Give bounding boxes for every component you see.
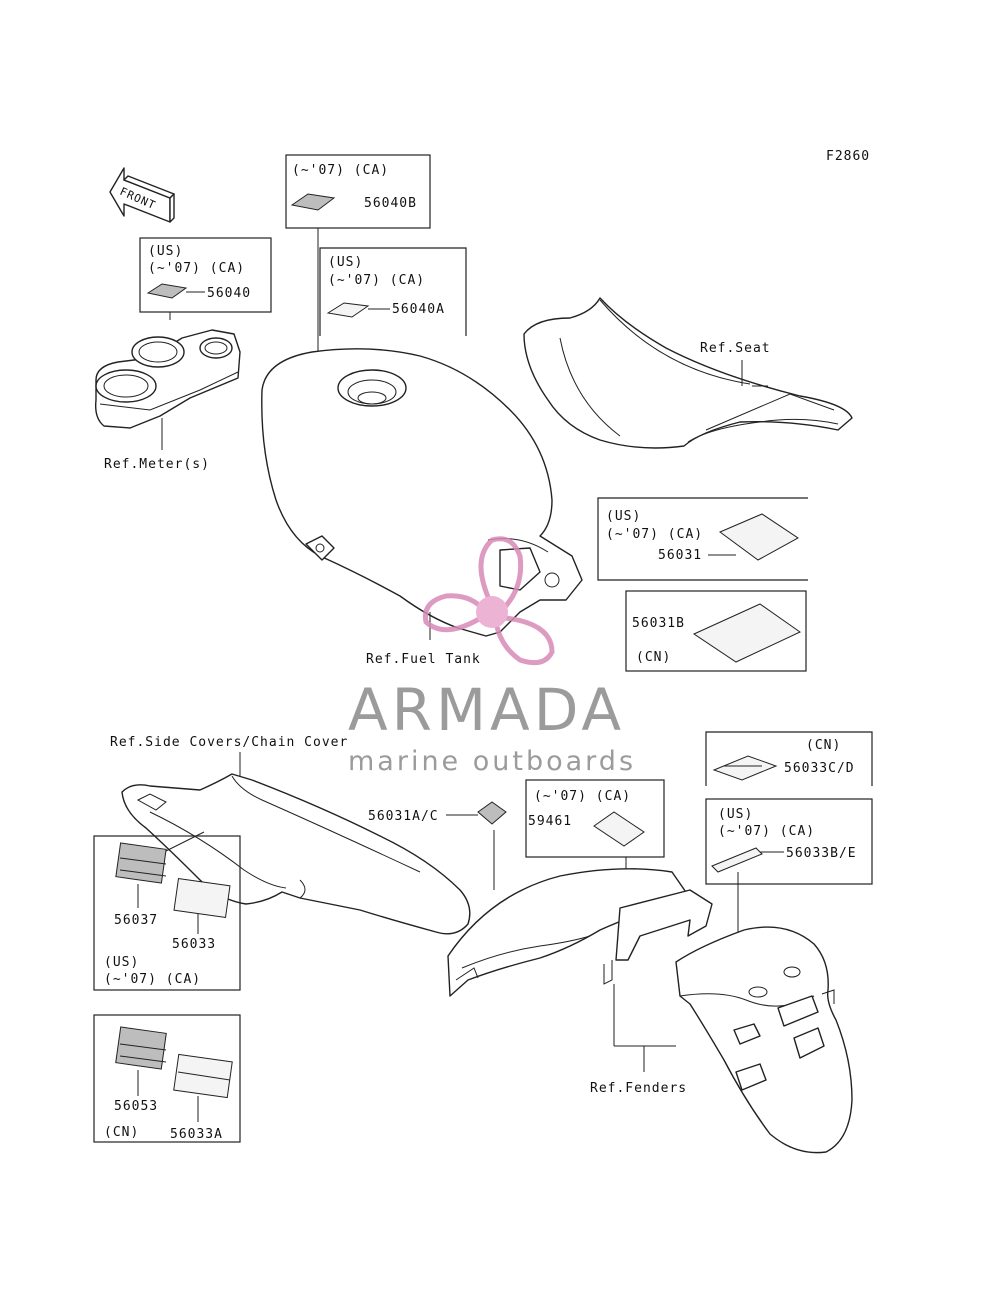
box-56031-line1: (US) (606, 509, 641, 524)
box-56033CD-part: 56033C/D (784, 761, 855, 776)
box-56040B-line1: (~'07) (CA) (292, 163, 389, 178)
decal-56033BE-icon (711, 847, 763, 873)
part-56031AC-label: 56031A/C (368, 809, 439, 824)
front-fender: Ref.Fenders (447, 868, 713, 1096)
box-59461-line1: (~'07) (CA) (534, 789, 631, 804)
box-56040A-line2: (~'07) (CA) (328, 273, 425, 288)
box-56031B: 56031B (CN) (625, 590, 807, 672)
box-56053: 56053 (CN) 56033A (93, 1014, 241, 1143)
meter-assembly: Ref.Meter(s) (94, 329, 241, 472)
box-56037: 56037 56033 (US) (~'07) (CA) (93, 835, 241, 991)
side-covers: Ref.Side Covers/Chain Cover (110, 735, 471, 935)
box-56040B: (~'07) (CA) 56040B (285, 154, 431, 362)
decal-56033-icon (173, 877, 231, 919)
armada-watermark: ARMADA marine outboards (348, 536, 636, 777)
watermark-subtitle: marine outboards (348, 746, 636, 777)
box-56040B-part: 56040B (364, 196, 417, 211)
fuel-tank: Ref.Fuel Tank (261, 348, 583, 667)
decal-56037-icon (115, 842, 167, 884)
box-56040A: (US) (~'07) (CA) 56040A (319, 247, 467, 336)
front-arrow: FRONT (109, 167, 175, 223)
propeller-logo-icon (422, 536, 555, 666)
box-56033BE-part: 56033B/E (786, 846, 857, 861)
fuel-tank-ref-label: Ref.Fuel Tank (366, 652, 481, 667)
meter-ref-label: Ref.Meter(s) (104, 457, 210, 472)
box-59461-part: 59461 (528, 814, 572, 829)
box-59461: (~'07) (CA) 59461 (525, 779, 665, 910)
rear-fender (675, 926, 853, 1154)
decal-56031B-icon (692, 603, 801, 663)
seat-ref-label: Ref.Seat (700, 341, 771, 356)
decal-56040-icon (146, 283, 188, 299)
watermark-title: ARMADA (348, 676, 625, 744)
box-56040-line1: (US) (148, 244, 183, 259)
box-56037-line1: (US) (104, 955, 139, 970)
box-56040A-line1: (US) (328, 255, 363, 270)
box-56040-part: 56040 (207, 286, 251, 301)
box-56040: (US) (~'07) (CA) 56040 (139, 237, 272, 320)
box-56033BE-line1: (US) (718, 807, 753, 822)
box-56053-part-b: 56033A (170, 1127, 223, 1142)
side-covers-ref-label: Ref.Side Covers/Chain Cover (110, 735, 348, 750)
box-56033CD-region: (CN) (806, 738, 841, 753)
box-56033CD: (CN) 56033C/D (705, 731, 873, 786)
box-56053-part-a: 56053 (114, 1099, 158, 1114)
box-56031: (US) (~'07) (CA) 56031 (597, 497, 808, 581)
figure-code: F2860 (826, 149, 870, 164)
box-56033BE-line2: (~'07) (CA) (718, 824, 815, 839)
box-56037-part-b: 56033 (172, 937, 216, 952)
decal-56031-icon (719, 513, 799, 561)
box-56037-part-a: 56037 (114, 913, 158, 928)
seat: Ref.Seat (523, 297, 853, 449)
decal-56040A-icon (326, 302, 370, 318)
decal-59461-icon (593, 811, 645, 847)
decal-56040B-icon (290, 193, 336, 211)
box-56040-line2: (~'07) (CA) (148, 261, 245, 276)
decal-56031AC-icon (477, 801, 507, 825)
decal-56033CD-icon (712, 755, 778, 781)
part-56031AC: 56031A/C (368, 801, 507, 890)
box-56053-region: (CN) (104, 1125, 139, 1140)
fenders-ref-label: Ref.Fenders (590, 1081, 687, 1096)
decal-56053-icon (115, 1026, 167, 1070)
box-56033BE: (US) (~'07) (CA) 56033B/E (705, 798, 873, 960)
box-56031-part: 56031 (658, 548, 702, 563)
box-56031B-part: 56031B (632, 616, 685, 631)
box-56037-line2: (~'07) (CA) (104, 972, 201, 987)
box-56031-line2: (~'07) (CA) (606, 527, 703, 542)
box-56031B-region: (CN) (636, 650, 671, 665)
box-56040A-part: 56040A (392, 302, 445, 317)
